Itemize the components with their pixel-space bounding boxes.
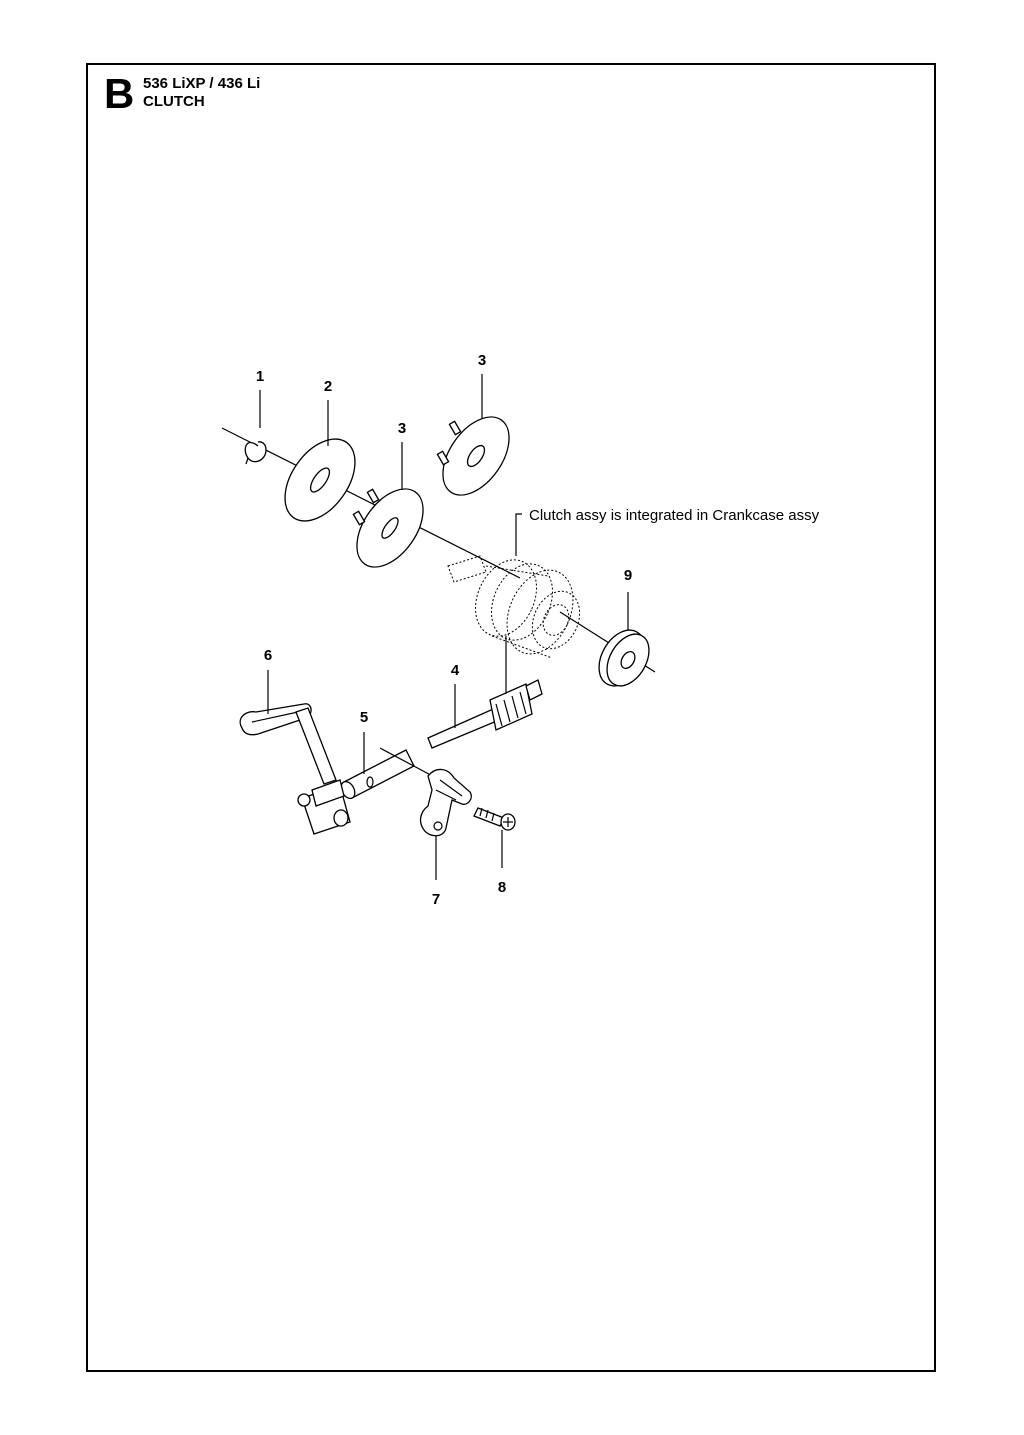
callout-2: 2: [324, 378, 332, 395]
clip-part: [419, 768, 472, 837]
section-letter: B: [104, 70, 135, 117]
drive-shaft-part: [427, 679, 543, 749]
model-name: 536 LiXP / 436 Li: [143, 75, 261, 92]
callout-3-front: 3: [398, 420, 406, 437]
callout-1: 1: [256, 368, 264, 385]
lever-part: [239, 703, 351, 835]
section-title: CLUTCH: [143, 93, 205, 110]
drive-washer-part-rear: [436, 416, 510, 496]
drive-washer-part-front: [352, 488, 424, 568]
assembly-axis: [221, 427, 521, 579]
callout-9: 9: [624, 567, 632, 584]
callout-8: 8: [498, 879, 506, 896]
leader-clutch-note: [515, 513, 522, 556]
flat-washer-part: [284, 438, 356, 522]
sleeve-part: [340, 747, 441, 800]
callout-6: 6: [264, 647, 272, 664]
ring-part: [598, 629, 650, 687]
screw-part: [473, 807, 516, 831]
callout-5: 5: [360, 709, 368, 726]
clutch-assembly-part: [447, 555, 581, 659]
callout-3-rear: 3: [478, 352, 486, 369]
callout-7: 7: [432, 891, 440, 908]
page-frame: [86, 63, 936, 1372]
callout-4: 4: [451, 662, 460, 679]
clutch-integration-note: Clutch assy is integrated in Crankcase a…: [529, 507, 820, 524]
circlip-part: [244, 441, 267, 465]
